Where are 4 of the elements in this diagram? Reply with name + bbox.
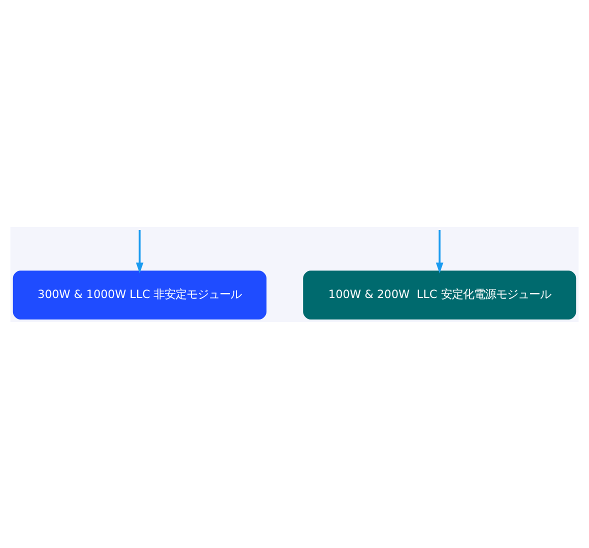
node-box: 300W & 1000W LLC 非安定モジュール [12, 270, 266, 319]
arrow [136, 230, 144, 273]
node-box: 100W & 200W LLC 安定化電源モジュール [303, 270, 576, 319]
arrow [436, 230, 444, 273]
